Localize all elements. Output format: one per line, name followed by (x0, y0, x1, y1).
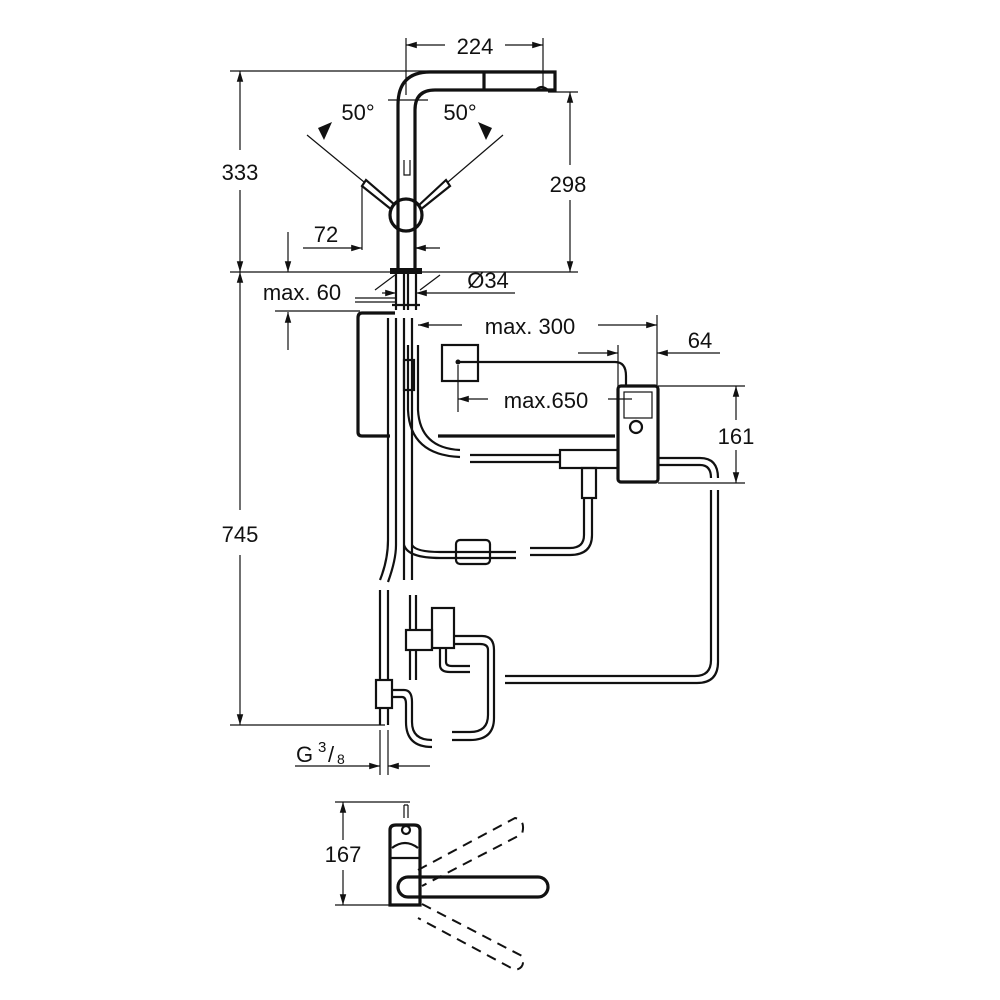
lever-right (417, 178, 452, 211)
sink-bracket (356, 311, 395, 438)
label-top-view-depth: 167 (325, 842, 362, 867)
electronic-box (616, 384, 660, 484)
faucet-body-top (388, 823, 422, 907)
label-total-height: 333 (222, 160, 259, 185)
mixing-valve (430, 606, 456, 650)
label-thread-denominator: 8 (337, 751, 345, 767)
label-spout-height: 298 (550, 172, 587, 197)
hose-connector (402, 358, 416, 392)
label-angle-left: 50° (341, 100, 374, 125)
label-box-offset: 64 (688, 328, 712, 353)
dim-total-height: 333 (222, 70, 540, 272)
label-lever-offset: 72 (314, 222, 338, 247)
faucet-side-view (360, 70, 557, 310)
dim-base-diameter: Ø34 (374, 268, 515, 297)
label-thread-slash: / (328, 742, 335, 767)
dim-spout-height: 298 (548, 91, 587, 272)
spout-marker (403, 160, 411, 176)
label-max-thickness: max. 60 (263, 280, 341, 305)
lever-left-position (417, 816, 525, 887)
label-thread-numerator: 3 (318, 739, 326, 756)
lever-knob (388, 197, 424, 233)
faucet-base-flange (390, 268, 422, 274)
inline-filter (454, 538, 492, 566)
label-thread-g: G (296, 742, 313, 767)
lever-right-position (417, 903, 525, 972)
lever-left (360, 178, 396, 211)
dim-lever-angles: 50° 50° (306, 99, 504, 183)
spout-outlet (533, 85, 551, 92)
dim-lever-offset: 72 (303, 186, 440, 252)
label-spout-reach: 224 (457, 34, 494, 59)
angle-valve (374, 678, 394, 710)
dim-thread-size: G 3 / 8 (295, 730, 430, 775)
dim-spout-reach: 224 (405, 34, 544, 95)
lever-top (396, 875, 550, 899)
label-angle-right: 50° (443, 100, 476, 125)
label-max-cable: max.650 (504, 388, 588, 413)
dim-max-thickness: max. 60 (263, 232, 395, 350)
faucet-top-view: 167 (325, 801, 550, 972)
undersink-hoses: max.650 max. 300 64 161 (356, 311, 755, 749)
tee-fitting (558, 448, 620, 470)
faucet-spout (396, 70, 557, 270)
faucet-shank (392, 274, 420, 310)
dim-supply-length: 745 (222, 272, 385, 726)
label-supply-length: 745 (222, 522, 259, 547)
label-base-diameter: Ø34 (467, 268, 509, 293)
label-max-hose-reach: max. 300 (485, 314, 576, 339)
label-box-height: 161 (718, 424, 755, 449)
